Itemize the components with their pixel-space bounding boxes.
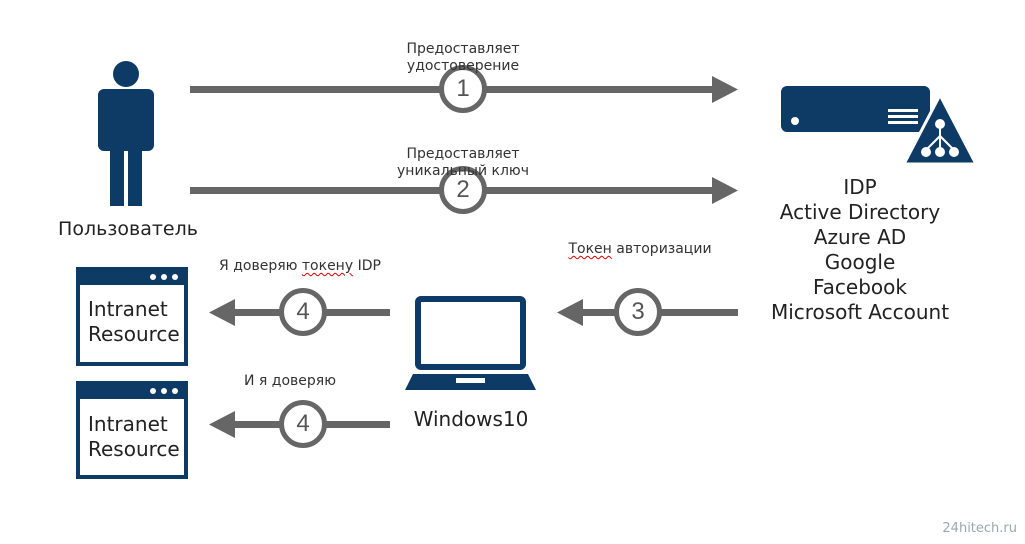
server-icon [781,86,930,132]
laptop-icon [405,296,536,390]
step-badge-4a: 4 [279,288,327,336]
step-4b-label: И я доверяю [244,373,336,389]
resource-1-line1: Intranet [88,297,168,321]
step-4a-label-post: IDP [353,258,381,274]
device-label: Windows10 [413,407,529,431]
step-3-label: Токен авторизации [560,241,720,258]
step-1-label-line2: удостоверение [406,58,520,74]
resource-2-line1: Intranet [88,412,168,436]
watermark: 24hitech.ru [942,521,1017,536]
step-4a-label-squig: токену [301,258,354,274]
resource-1-label: Intranet Resource [88,297,180,347]
resource-1-line2: Resource [88,322,180,346]
idp-provider-4: Facebook [813,275,907,299]
step-2-label: Предоставляет уникальный ключ [383,146,543,180]
step-badge-1: 1 [439,65,487,113]
step-badge-4b: 4 [279,400,327,448]
idp-provider-1: Active Directory [779,200,941,224]
idp-provider-2: Azure AD [813,225,907,249]
resource-2-line2: Resource [88,437,180,461]
user-icon [98,61,154,206]
idp-provider-0: IDP [843,175,877,199]
step-badge-3: 3 [614,288,662,336]
step-4a-label-pre: Я доверяю [219,258,302,274]
idp-provider-5: Microsoft Account [770,300,950,324]
idp-provider-3: Google [824,250,896,274]
idp-provider-list: IDP Active Directory Azure AD Google Fac… [760,175,960,325]
user-label: Пользователь [58,218,198,240]
step-2-label-line2: уникальный ключ [397,163,529,179]
resource-2-label: Intranet Resource [88,412,180,462]
directory-tree-icon [901,91,979,166]
step-1-label: Предоставляет удостоверение [393,41,533,75]
step-1-label-line1: Предоставляет [406,41,520,57]
step-3-label-word1: Токен [568,241,612,257]
resource-window-2 [76,381,188,479]
step-badge-2: 2 [439,166,487,214]
step-3-label-word2: авторизации [616,241,712,257]
step-2-label-line1: Предоставляет [406,146,520,162]
step-4a-label: Я доверяю токену IDP [205,258,395,275]
resource-window-1 [76,267,188,366]
